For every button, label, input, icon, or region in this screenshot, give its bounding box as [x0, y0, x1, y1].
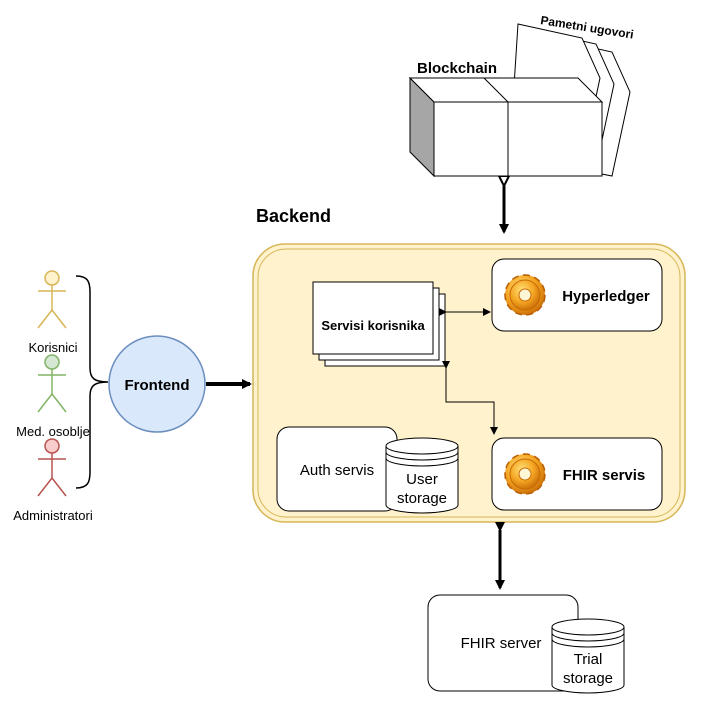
actors-brace: [75, 275, 109, 489]
frontend-label: Frontend: [125, 377, 190, 394]
hyperledger-gear-icon: [504, 274, 546, 316]
user-storage-cylinder: [385, 437, 459, 514]
fhir-service-label: FHIR servis: [563, 467, 646, 484]
trial-storage-cylinder: [551, 618, 625, 694]
actor-med-osoblje: [37, 354, 67, 413]
fhir-server-label: FHIR server: [461, 635, 542, 652]
auth-service-label: Auth servis: [300, 462, 374, 479]
actor-administratori: [37, 438, 67, 497]
services-fhir-connector: [442, 361, 498, 435]
actor-korisnici-head: [44, 270, 60, 286]
hyperledger-label: Hyperledger: [562, 288, 650, 305]
backend-title: Backend: [256, 206, 331, 226]
actor-administratori-head: [44, 438, 60, 454]
actor-korisnici-label: Korisnici: [28, 340, 77, 355]
hyperledger-box: [491, 258, 663, 332]
frontend-node: [108, 335, 206, 433]
trial-storage-label-line1: Trial: [574, 651, 603, 668]
blockchain-label: Blockchain: [417, 60, 497, 77]
blockchain-cubes: [408, 76, 604, 178]
fhir-service-gear-icon: [504, 453, 546, 495]
actor-med-osoblje-head: [44, 354, 60, 370]
actor-korisnici: [37, 270, 67, 329]
user-storage-label-line1: User: [406, 471, 438, 488]
actor-med-osoblje-label: Med. osoblje: [16, 424, 90, 439]
user-storage-label-line2: storage: [397, 490, 447, 507]
user-services-label: Servisi korisnika: [321, 318, 425, 333]
fhir-service-box: [491, 437, 663, 511]
user-services-stack: [312, 281, 446, 367]
actor-administratori-label: Administratori: [13, 508, 93, 523]
trial-storage-label-line2: storage: [563, 670, 613, 687]
